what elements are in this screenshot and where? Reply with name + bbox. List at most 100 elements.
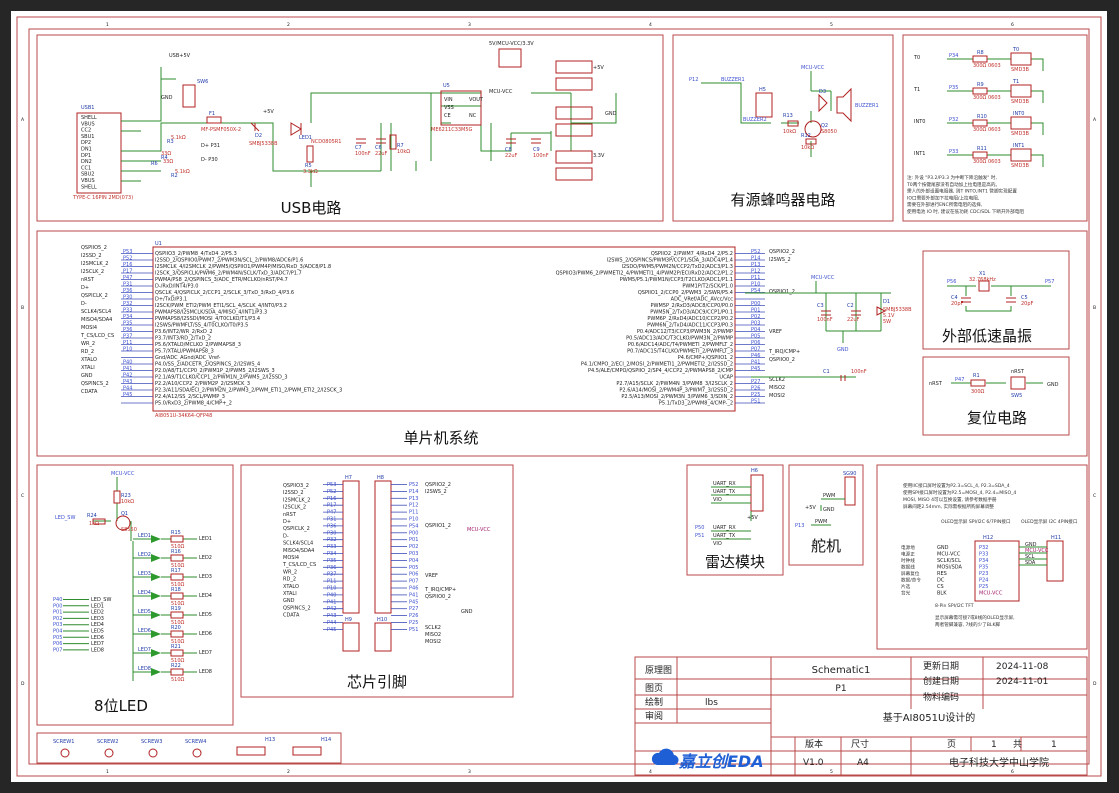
chip-right-port: P46 xyxy=(409,586,418,592)
servo-connector[interactable] xyxy=(844,476,856,506)
chip-pins-block: QSPIIO3_2I2SSD_2I2SMCLK_2I2SCLK_2nRSTD+Q… xyxy=(240,464,514,698)
chip-left-net: MOSI4 xyxy=(283,555,299,561)
mcu-right-port: P11 xyxy=(751,275,760,281)
mcu-right-pin: PWM5N_2/TxD3/ADC9/CCP1/P0.1 xyxy=(650,310,733,316)
chip-left-port: P53 xyxy=(327,482,336,488)
xtal-label: P57 xyxy=(1045,279,1054,285)
radar-label: +5V xyxy=(747,515,758,521)
jumper-power-select[interactable] xyxy=(498,48,522,68)
oled-pin-port: P23 xyxy=(979,571,988,577)
key-switch[interactable] xyxy=(1010,148,1032,162)
chip-left-port: P36 xyxy=(327,565,336,571)
oled-note-line: MOSI, MISO 4可以互换设置, 请参考数据手册 xyxy=(903,496,997,503)
mcu-right-port: P07 xyxy=(751,347,760,353)
resistor-r7 xyxy=(389,134,397,150)
key-switch[interactable] xyxy=(1010,84,1032,98)
mcu-left-pin: Gnd/ADC_AGnd/ADC_Vref- xyxy=(155,355,221,361)
mcu-part: AI8051U-34K64-QFP48 xyxy=(155,413,212,419)
radar-header-h6[interactable] xyxy=(750,474,764,512)
usb-pin-label: VBUS xyxy=(81,178,95,184)
mcu-left-pin: P2.3/A11/SDA/ECI_2/PWM2N_2/PWM3_2/PWM_ET… xyxy=(155,388,342,394)
mcu-right-pin: P0.4/ADC12/T3/CCP3/PWM3N_2/PWMP xyxy=(637,329,733,335)
mcu-left-port: P41 xyxy=(123,366,132,372)
mcu-right-pin: QSPIIO3/PWM6_2/PWMETI2_4/PWMETI1_4/PWM2P… xyxy=(556,271,733,277)
mcu-right-port: P14 xyxy=(751,256,760,262)
key-switch[interactable] xyxy=(1010,116,1032,130)
chip-right-net: SCLK2 xyxy=(425,625,441,631)
oled-pin-port: P32 xyxy=(979,545,988,551)
reset-label: nRST xyxy=(929,381,943,387)
reset-label: R1 xyxy=(973,373,980,379)
radar-block-border xyxy=(686,464,784,576)
oled-header-h12[interactable] xyxy=(974,540,1020,602)
mcu-left-pin: QSPIIO3_2/PWM8_4/TxD4_2/P5.3 xyxy=(155,251,237,257)
switch-sw6[interactable] xyxy=(182,84,196,108)
mcu-left-pin: P2.4/A12/SS_2/SCL/PWMP_3 xyxy=(155,394,225,400)
led-label: 10kΩ xyxy=(121,499,134,505)
key-switch[interactable] xyxy=(1010,52,1032,66)
ldo-u5 xyxy=(440,90,482,126)
buzzer-icon xyxy=(836,87,852,123)
led-bus-port: P06 xyxy=(53,641,62,647)
usb-label: LED1 xyxy=(299,135,312,141)
chip-left-net: D+ xyxy=(283,519,291,525)
usb-label: 5V/MCU-VCC/3.3V xyxy=(489,41,534,47)
oled-foot-line: 两者管脚兼容, 7线的少了BLK脚 xyxy=(935,621,1001,628)
servo-block-title: 舵机 xyxy=(811,537,841,555)
usb-label: SMBJ5338B xyxy=(249,141,278,147)
led-net: LED3 xyxy=(199,574,212,580)
mcu-left-pin: P5.7/XTALI/PWMAPS8_3 xyxy=(155,349,214,355)
mcu-left-port: P42 xyxy=(123,373,132,379)
key-resistor xyxy=(972,151,988,159)
mcu-right-pin: QSPIIO1_2/CCP0_2/PWM3_2/SWR/P5.4 xyxy=(638,290,733,296)
tb-size-key: 尺寸 xyxy=(851,738,869,750)
led-diode-icon xyxy=(151,535,161,543)
oled-pin-port: P34 xyxy=(979,558,988,564)
led-bus-net: LED7 xyxy=(91,641,104,647)
keys-block-border xyxy=(902,34,1088,222)
buzzer-block-border xyxy=(672,34,894,222)
led-block-title: 8位LED xyxy=(94,697,148,715)
usb-label: R4 xyxy=(161,155,168,161)
mcu-right-port: P26 xyxy=(751,386,760,392)
chip-left-port: P47 xyxy=(327,510,336,516)
servo-label: P13 xyxy=(795,523,804,529)
crystal-x1 xyxy=(978,280,990,292)
frame-row-label: B xyxy=(21,305,24,311)
screw-header-ref: H14 xyxy=(321,737,331,743)
led-ref: LED3 xyxy=(138,571,151,577)
resistor-r1 xyxy=(970,379,986,387)
xtal-block-border xyxy=(922,250,1070,350)
oled-header-h11[interactable] xyxy=(1046,540,1064,582)
led-resistor-ref: R19 xyxy=(171,606,181,612)
mcu-left-net: D+ xyxy=(81,285,89,291)
usb-label: NCD0805R1 xyxy=(311,139,341,145)
chip-right-port: P06 xyxy=(409,572,418,578)
screw-ref: SCREW3 xyxy=(141,739,162,745)
usb-connector[interactable] xyxy=(76,112,122,194)
oled-h11-title: OLED显示屏 I2C 4PIN接口 xyxy=(1021,518,1078,525)
tb-project: 基于AI8051U设计的 xyxy=(883,711,976,724)
key-switch-ref: T1 xyxy=(1012,79,1019,85)
decouple-label: 5W xyxy=(883,319,891,325)
chip-right-port: P54 xyxy=(409,523,418,529)
mcu-left-port: P16 xyxy=(123,262,132,268)
mcu-right-port: P54 xyxy=(751,288,760,294)
screw-ref: SCREW2 xyxy=(97,739,118,745)
oled-h12-ref: H12 xyxy=(983,535,993,541)
usb-label: D2 xyxy=(255,133,262,139)
led-resistor-value: 510Ω xyxy=(171,639,185,645)
led-label: R23 xyxy=(121,493,131,499)
chip-left-port: P17 xyxy=(327,503,336,509)
xtal-label: 20pF xyxy=(951,301,964,307)
chip-left-port: P11 xyxy=(327,579,336,585)
mcu-right-pin: UCAP xyxy=(719,375,733,381)
usb-label: 10kΩ xyxy=(397,149,410,155)
mcu-left-net: RD_2 xyxy=(81,349,94,355)
usb-label: U5 xyxy=(443,83,450,89)
header-h5[interactable] xyxy=(755,92,773,118)
reset-switch-sw5[interactable] xyxy=(1010,376,1026,390)
mcu-left-port: P33 xyxy=(123,308,132,314)
